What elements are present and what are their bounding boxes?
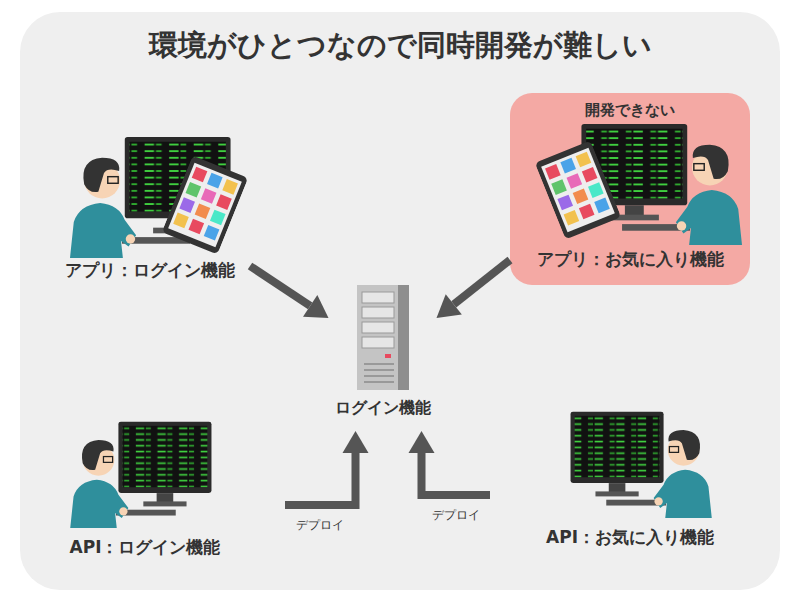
arrow-head	[343, 431, 369, 453]
connector	[409, 431, 491, 495]
node-label: API：お気に入り機能	[535, 526, 725, 549]
connector-line	[285, 453, 356, 505]
developer-node: アプリ：ログイン機能	[50, 130, 250, 288]
diagram-title: 環境がひとつなので同時開発が難しい	[0, 26, 800, 66]
blocked-panel: 開発できないアプリ：お気に入り機能	[510, 93, 750, 285]
node-label: アプリ：お気に入り機能	[520, 248, 740, 271]
node-label: アプリ：ログイン機能	[50, 259, 250, 282]
arrow-head	[303, 295, 329, 318]
developer-node: アプリ：お気に入り機能	[520, 117, 740, 277]
arrow-head	[409, 431, 435, 453]
developer-node: API：ログイン機能	[50, 415, 240, 565]
connector	[437, 260, 511, 318]
connector	[285, 431, 369, 505]
edge-label: デプロイ	[293, 517, 347, 534]
connector	[250, 266, 329, 318]
developer-node: API：お気に入り機能	[535, 405, 725, 555]
node-label: API：ログイン機能	[50, 536, 240, 559]
edge-label: デプロイ	[429, 507, 483, 524]
connector-line	[250, 266, 310, 306]
connector-line	[422, 453, 491, 495]
arrow-head	[437, 294, 462, 318]
node-label: 開発できない	[510, 101, 750, 120]
server-node: ログイン機能	[329, 280, 437, 425]
connector-line	[454, 260, 510, 304]
node-label: ログイン機能	[329, 398, 437, 419]
